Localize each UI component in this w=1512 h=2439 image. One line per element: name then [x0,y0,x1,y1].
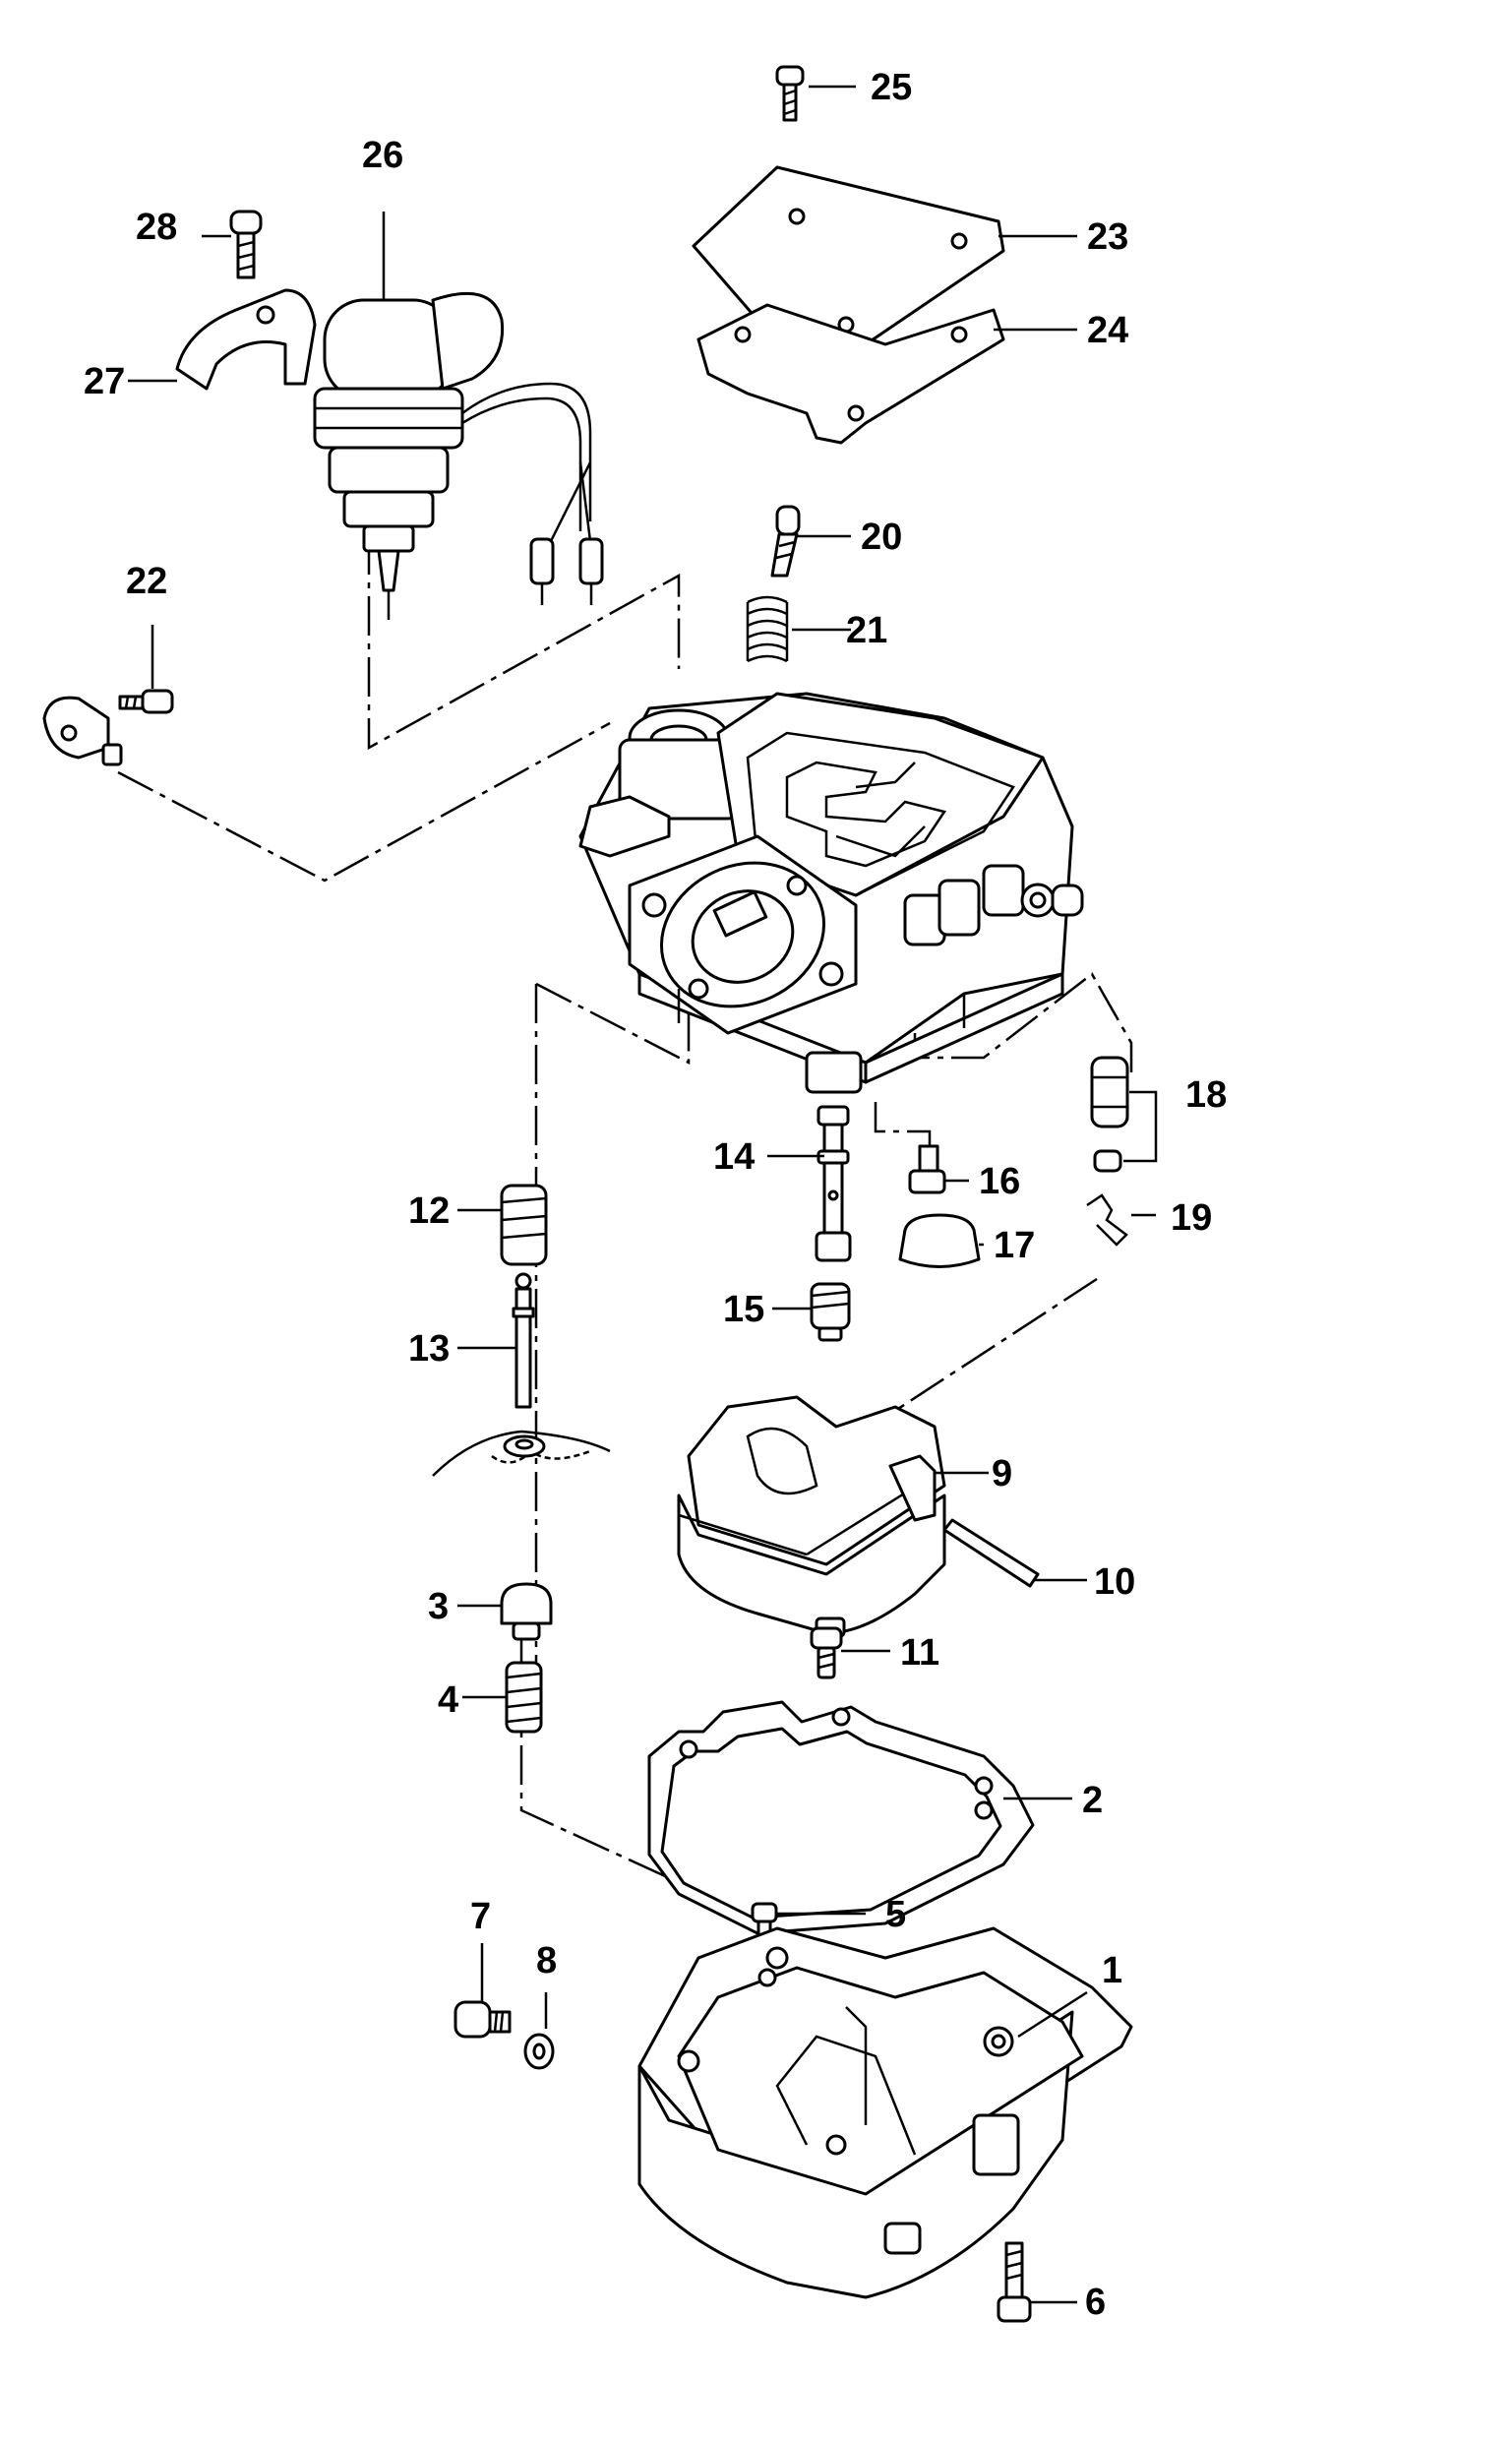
part-10-pin [942,1518,1040,1588]
label-part-10: 10 [1094,1561,1135,1603]
part-16-pilot-jet [908,1144,946,1194]
label-part-17: 17 [994,1225,1035,1266]
label-part-4: 4 [438,1679,458,1721]
label-part-5: 5 [885,1894,906,1935]
label-part-3: 3 [428,1586,449,1627]
part-24-gasket [696,303,1005,445]
part-14-nozzle [815,1105,852,1262]
label-part-6: 6 [1085,2282,1106,2323]
part-7-plug [454,2000,512,2039]
part-labels: 1 2 3 4 5 6 7 8 9 10 11 12 13 14 15 16 1… [84,67,1227,2323]
carburetor-body [578,692,1084,1094]
label-part-18: 18 [1185,1074,1227,1116]
label-part-25: 25 [871,67,912,108]
label-part-28: 28 [136,207,177,248]
label-part-1: 1 [1102,1950,1122,1991]
label-part-9: 9 [992,1453,1012,1494]
label-part-22: 22 [126,561,167,602]
part-3-valve [500,1582,553,1641]
part-9-float [677,1395,946,1638]
label-part-24: 24 [1087,310,1128,351]
part-20-screw [770,505,801,578]
mount-fragment [432,1430,611,1477]
part-15-jet [810,1282,851,1342]
part-6-drain-screw [997,2241,1032,2323]
part-12-jet [500,1184,548,1266]
part-18-needle-valve [1090,1056,1129,1173]
part-2-gasket [647,1700,1035,1935]
label-part-11: 11 [900,1632,939,1674]
part-1-float-bowl [637,1926,1133,2299]
label-part-26: 26 [362,135,403,176]
part-26-solenoid [313,291,604,620]
part-19-clip [1086,1193,1128,1247]
label-part-7: 7 [470,1896,491,1937]
label-part-19: 19 [1171,1197,1212,1239]
label-part-2: 2 [1082,1780,1103,1821]
part-21-spring [746,595,789,663]
part-27-clip [175,288,317,391]
part-28-screw [229,210,263,279]
label-part-8: 8 [536,1940,557,1982]
part-17-cap [898,1213,981,1268]
label-part-27: 27 [84,361,125,402]
part-11-screw [810,1626,843,1679]
part-25-screw [775,65,805,122]
label-part-15: 15 [723,1289,764,1330]
label-part-23: 23 [1087,216,1128,258]
label-part-16: 16 [979,1161,1020,1202]
part-8-washer [523,2033,555,2070]
label-part-13: 13 [408,1328,450,1370]
part-4-spring [505,1661,543,1734]
part-22-screw [42,689,174,766]
label-part-12: 12 [408,1190,450,1232]
label-part-21: 21 [846,610,887,651]
label-part-20: 20 [861,517,902,558]
part-13-rod [512,1272,535,1409]
label-part-14: 14 [713,1136,755,1178]
